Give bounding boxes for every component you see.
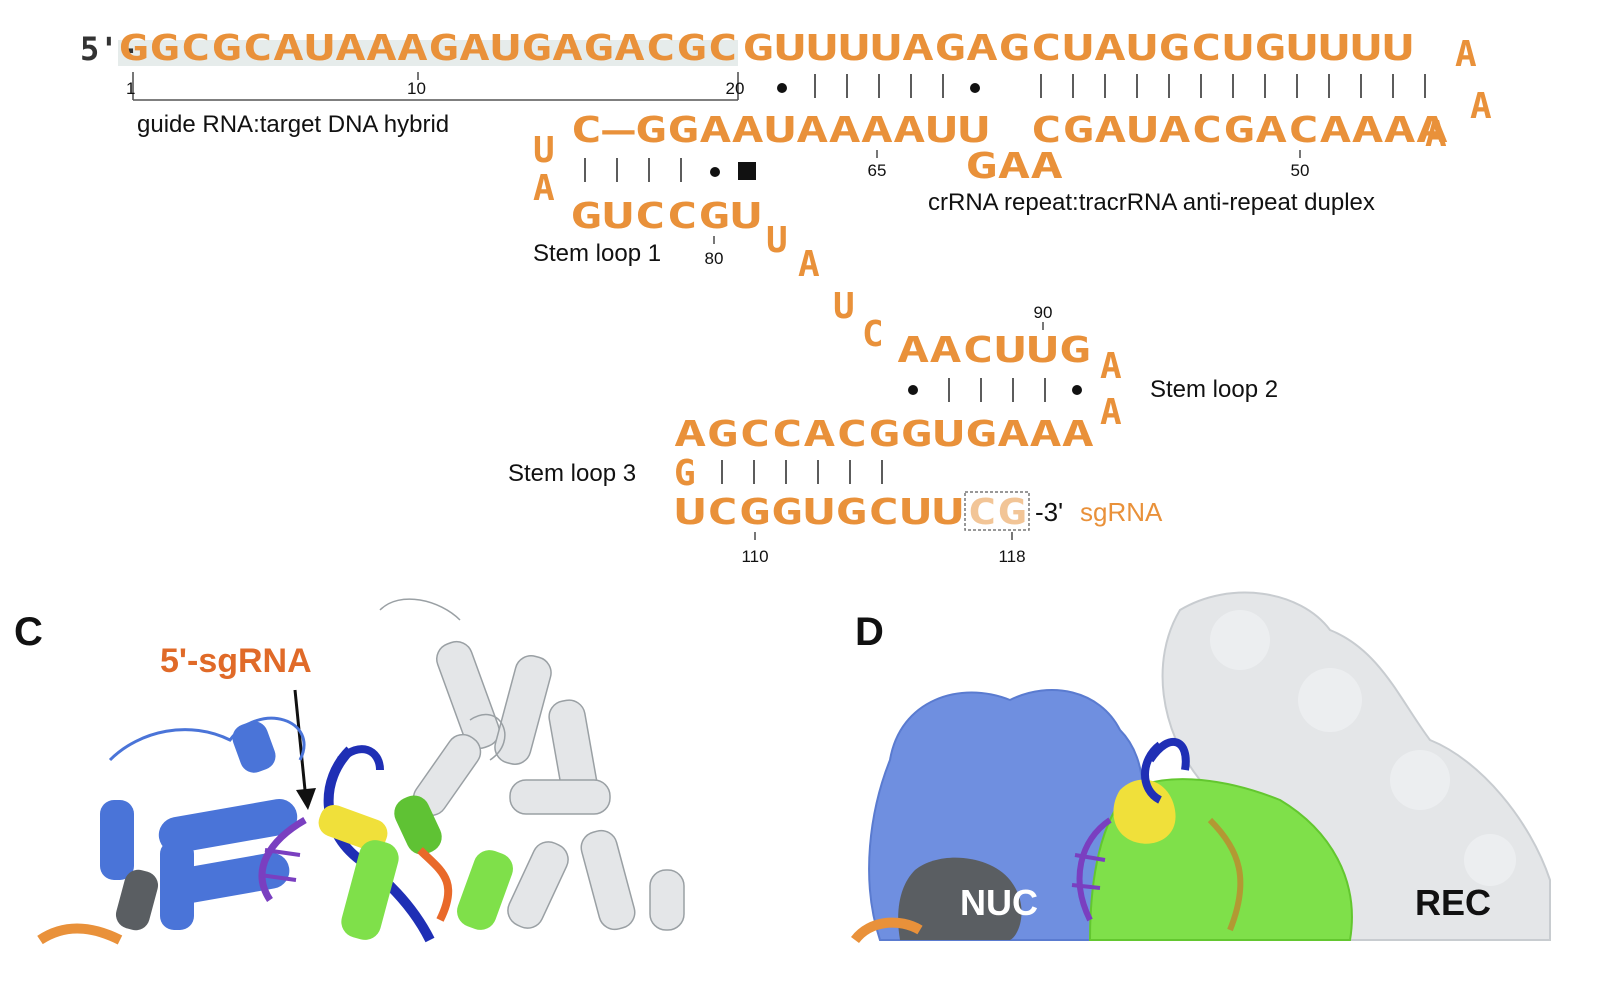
c-gg-sequence: C–GGAAUAAAAUU [570, 110, 990, 151]
bridge-helix-green [341, 840, 399, 940]
gaa-bulge: GAA [965, 146, 1063, 187]
anti-repeat-sequence: CGAUACGACAAAA [1030, 110, 1448, 151]
rec-lobe-cartoon [379, 598, 685, 931]
sgrna-cartoon [417, 847, 453, 922]
number-65: 65 [868, 161, 887, 180]
stem1-u: U [533, 130, 555, 171]
stem2-a1: A [1100, 346, 1122, 387]
cg-sequence: CG [967, 492, 1027, 533]
panel-c-sgrna-label: 5'-sgRNA [160, 642, 312, 680]
base-pairs-stem1 [584, 158, 756, 182]
base-pairs-stem3 [721, 460, 883, 484]
number-80: 80 [705, 249, 724, 268]
panel-d: D NUC REC [851, 591, 1551, 944]
guide-highlight [118, 40, 738, 66]
panel-d-letter: D [855, 610, 884, 654]
sgrna-arrow [293, 689, 307, 791]
sgrna-secondary-structure: 5'- GGCGCAUAAAGAUGAGACGC GUUUUAGAGCUAUGC… [80, 28, 1492, 566]
ucggug-sequence: UCGGUGCUU [674, 492, 964, 533]
panel-c-letter: C [14, 610, 43, 654]
loop-a-1: A [1455, 34, 1477, 75]
stem1-a: A [533, 168, 555, 209]
target-strand-purple [258, 816, 307, 902]
number-1: 1 [126, 79, 135, 98]
sgrna-label: sgRNA [1080, 497, 1163, 527]
agccac-sequence: AGCCACGGUGAAA [674, 414, 1094, 455]
purple-strand-surface [1076, 817, 1112, 922]
number-118: 118 [998, 547, 1025, 566]
stem2-a2: A [1100, 392, 1122, 433]
nuc-lobe-cartoon [100, 716, 306, 931]
loop-a-3: A [1425, 114, 1447, 155]
repeat-top-sequence: GUUUUAGAGCUAUGCUGUUUU [742, 28, 1414, 69]
helix-yellow [318, 804, 388, 852]
dna-surface [1141, 737, 1190, 804]
stem2-label: Stem loop 2 [1150, 376, 1278, 403]
guccgu-sequence: GUCCGU [570, 196, 762, 237]
hybrid-label: guide RNA:target DNA hybrid [137, 111, 449, 138]
three-prime-end: -3' [1035, 497, 1063, 527]
guide-sequence: GGCGCAUAAAGAUGAGACGC [118, 28, 738, 69]
panel-c: C 5'-sgRNA [14, 598, 685, 945]
duplex-label: crRNA repeat:tracrRNA anti-repeat duplex [928, 189, 1375, 216]
nuc-label: NUC [960, 882, 1038, 923]
stem1-label: Stem loop 1 [533, 240, 661, 267]
number-10: 10 [407, 79, 426, 98]
linker-u2: U [833, 286, 855, 327]
number-90: 90 [1034, 303, 1053, 322]
five-prime-end: 5'- [80, 30, 138, 68]
base-pairs-row1 [777, 74, 1426, 98]
rec-label: REC [1415, 882, 1491, 923]
number-20: 20 [726, 79, 745, 98]
stem3-label: Stem loop 3 [508, 460, 636, 487]
grey-domain-surface [898, 857, 1022, 940]
cg-box [964, 491, 1030, 531]
number-50: 50 [1291, 161, 1310, 180]
stem3-g: G [674, 453, 696, 494]
base-pairs-stem2 [908, 378, 1082, 402]
linker-c: C [862, 314, 884, 355]
aacuug-sequence: AACUUG [897, 330, 1091, 371]
loop-a-2: A [1470, 86, 1492, 127]
linker-u: U [766, 220, 788, 261]
linker-a: A [798, 244, 820, 285]
number-110: 110 [741, 547, 768, 566]
